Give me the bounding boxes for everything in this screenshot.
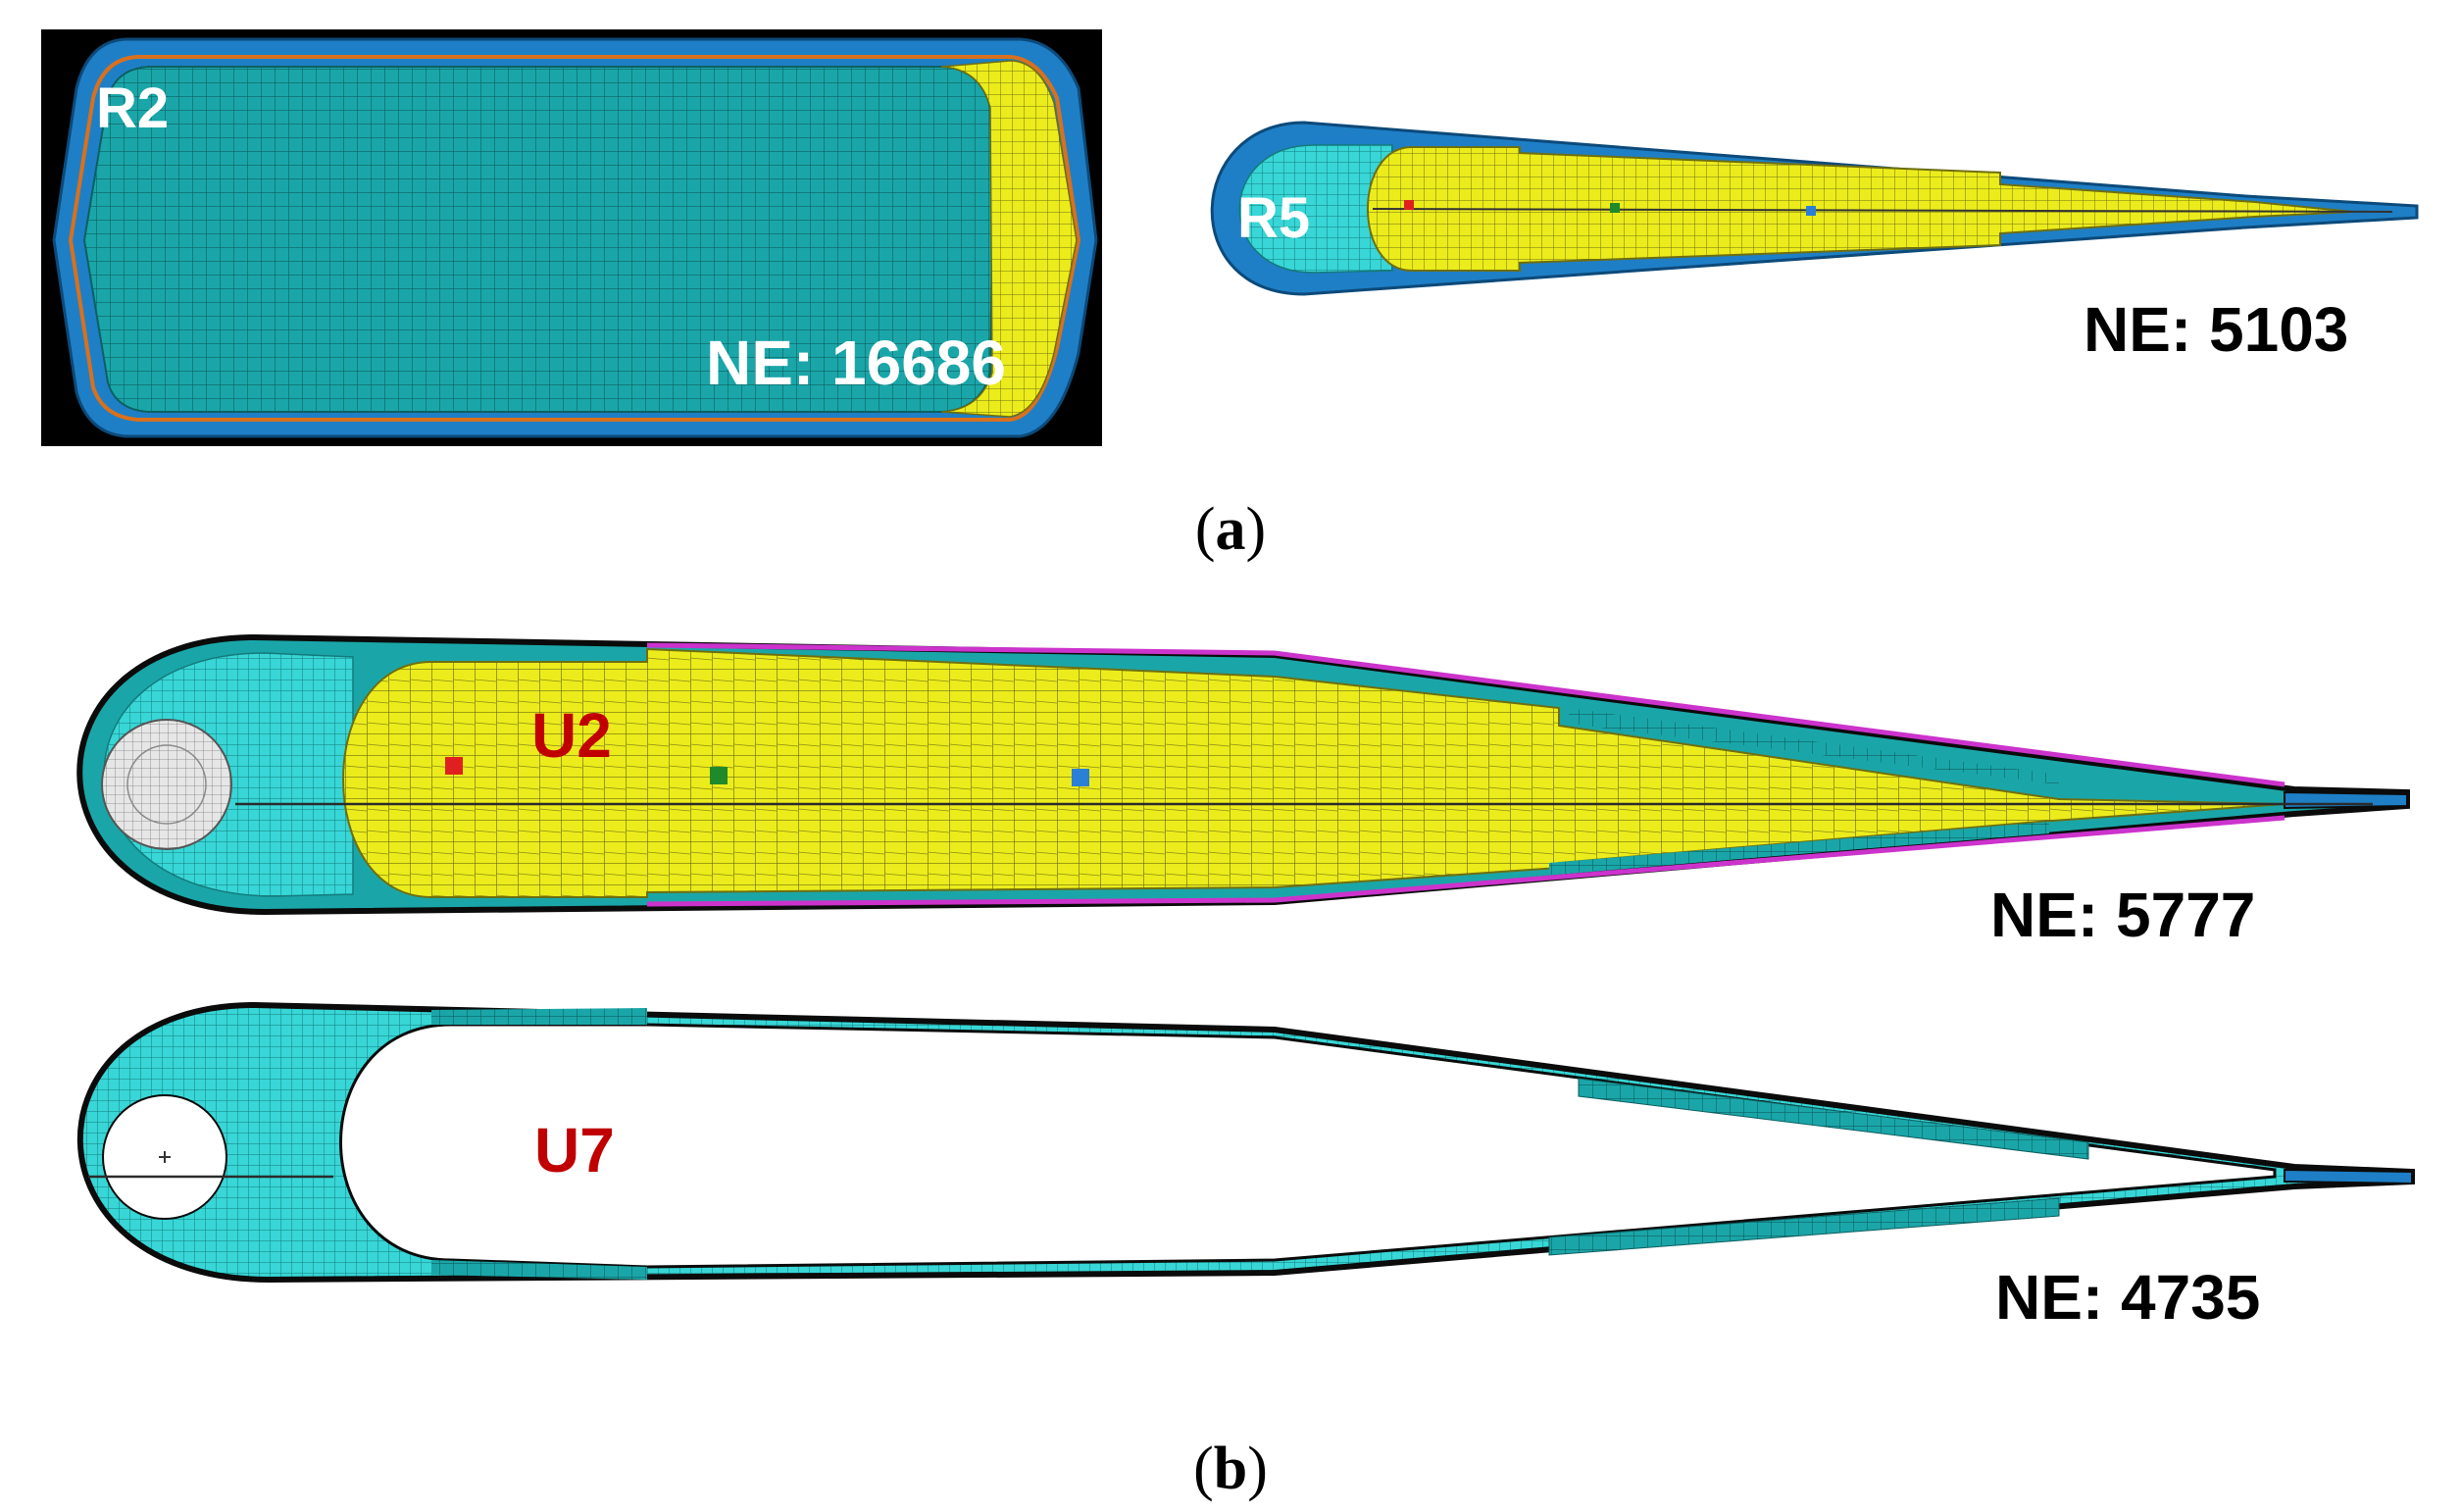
r5-marker-red	[1404, 200, 1414, 210]
r2-element-count: NE: 16686	[706, 328, 1006, 398]
u7-element-count: NE: 4735	[1995, 1262, 2260, 1333]
u2-label: U2	[531, 700, 612, 771]
caption-b: (b)	[1193, 1436, 1268, 1502]
u7-hollow-cavity	[339, 1023, 2277, 1269]
caption-a: (a)	[1195, 496, 1266, 563]
caption-a-close: )	[1246, 496, 1267, 563]
r5-element-count: NE: 5103	[2084, 294, 2348, 365]
u7-leading-patch-top	[431, 1008, 647, 1025]
u2-marker-blue	[1072, 769, 1089, 786]
u2-marker-red	[445, 757, 463, 775]
u2-ballast-ring	[126, 744, 207, 825]
u7-bottom-patch	[1548, 1197, 2060, 1256]
u7-top-patch	[1578, 1078, 2089, 1160]
caption-b-open: (	[1193, 1436, 1214, 1502]
u2-trailing-strip	[2284, 790, 2408, 810]
section-u2: U2 NE: 5777	[76, 633, 2410, 950]
r2-ply-edge	[68, 55, 1081, 422]
caption-a-letter: a	[1216, 496, 1246, 563]
u7-center-mark	[159, 1151, 171, 1163]
u2-magenta-edge	[646, 642, 2285, 907]
r5-spar-mesh	[1367, 146, 2354, 272]
u7-leading-patch-bottom	[431, 1260, 647, 1280]
section-r5: R5 NE: 5103	[1210, 121, 2419, 365]
u2-top-patch	[1569, 708, 2059, 784]
u7-trailing-strip	[2284, 1168, 2413, 1185]
u2-ballast-mesh	[101, 719, 232, 850]
r5-marker-green	[1610, 203, 1620, 213]
caption-b-close: )	[1247, 1436, 1268, 1502]
u7-label: U7	[534, 1115, 615, 1185]
u2-element-count: NE: 5777	[1990, 880, 2255, 950]
r5-leading-edge-mesh	[1238, 144, 1393, 274]
u2-bottom-patch	[1549, 822, 2049, 875]
u2-marker-green	[710, 767, 728, 784]
u2-spar-mesh	[342, 647, 2285, 898]
section-r2: R2 NE: 16686	[41, 29, 1102, 446]
r2-label: R2	[96, 76, 169, 140]
caption-a-open: (	[1195, 496, 1216, 563]
section-u7: U7 NE: 4735	[76, 1001, 2415, 1333]
caption-b-letter: b	[1214, 1436, 1247, 1502]
r5-label: R5	[1237, 186, 1310, 250]
r5-marker-blue	[1806, 206, 1816, 216]
r2-transition-mesh	[940, 60, 1078, 418]
r5-chord-line	[1372, 208, 2393, 213]
